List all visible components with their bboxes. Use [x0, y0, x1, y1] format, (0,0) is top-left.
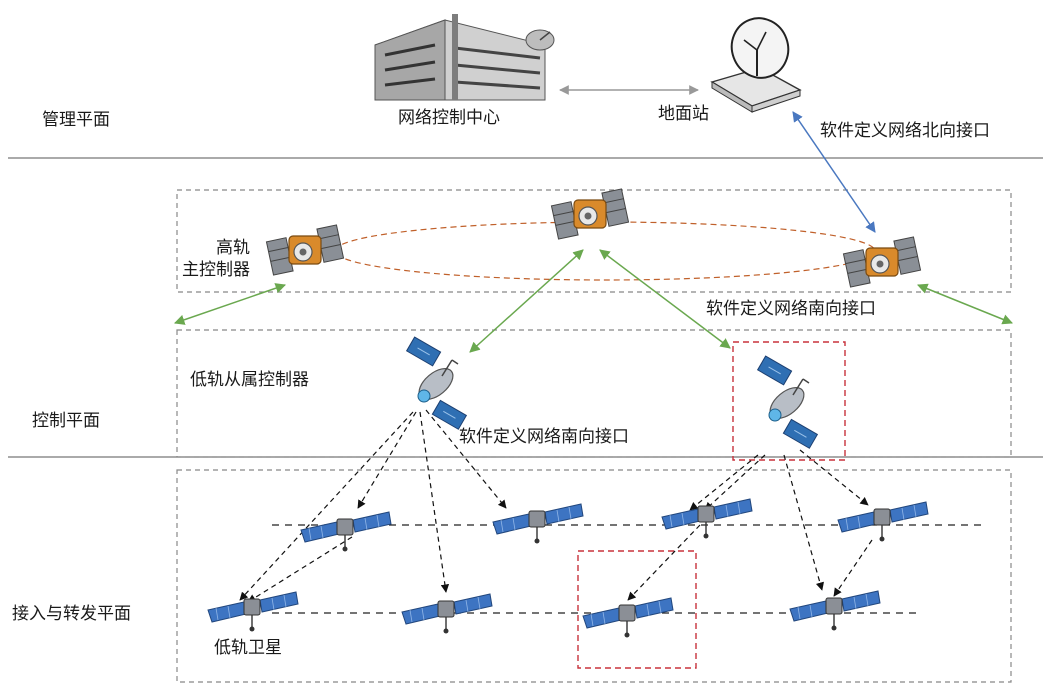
southbound-interface-label-leo: 软件定义网络南向接口	[459, 427, 629, 447]
ncc-label: 网络控制中心	[398, 108, 500, 128]
leo-satellite-icon	[789, 590, 881, 632]
leo-satellite-icon	[492, 503, 584, 545]
northbound-interface-label: 软件定义网络北向接口	[820, 121, 990, 141]
southbound-interface-label-geo: 软件定义网络南向接口	[706, 299, 876, 319]
leo-satellite-label: 低轨卫星	[214, 638, 282, 658]
geo-master-satellite-icon	[265, 224, 345, 276]
leo-controller-region	[176, 329, 1012, 458]
ground-station-label: 地面站	[658, 104, 709, 124]
southbound-link-left	[174, 283, 286, 325]
leo-slave-controller-label: 低轨从属控制器	[190, 370, 309, 390]
leo-satellite-icon	[661, 498, 753, 540]
geo-orbit	[334, 221, 876, 281]
geo-satellite-icon	[842, 236, 922, 288]
leo-satellite-icon	[401, 593, 493, 635]
control-plane-label: 控制平面	[32, 411, 100, 431]
highlight-controller-box	[732, 341, 846, 461]
northbound-link	[792, 111, 876, 233]
leo-satellite-icon	[582, 597, 674, 639]
network-control-center-icon	[374, 14, 555, 101]
leo-satellite-icon	[300, 511, 392, 553]
leo-controller-satellite-icon	[405, 336, 468, 430]
southbound-link-geo-leo2	[599, 249, 731, 349]
ground-station-icon	[710, 17, 802, 113]
leo-satellite-icon	[837, 501, 929, 543]
highlight-leo-box	[577, 550, 697, 669]
access-region	[176, 469, 1012, 683]
leo-controller-satellite-icon	[756, 355, 819, 449]
management-plane-label: 管理平面	[42, 110, 110, 130]
geo-controller-region	[176, 189, 1012, 293]
access-plane-label: 接入与转发平面	[12, 604, 131, 624]
southbound-link-geo-leo1	[469, 249, 584, 353]
control-links	[239, 409, 873, 603]
leo-satellite-icon	[207, 591, 299, 633]
geo-satellite-icon	[550, 188, 630, 240]
southbound-link-right	[917, 283, 1013, 325]
geo-master-label: 高轨 主控制器	[182, 238, 250, 281]
